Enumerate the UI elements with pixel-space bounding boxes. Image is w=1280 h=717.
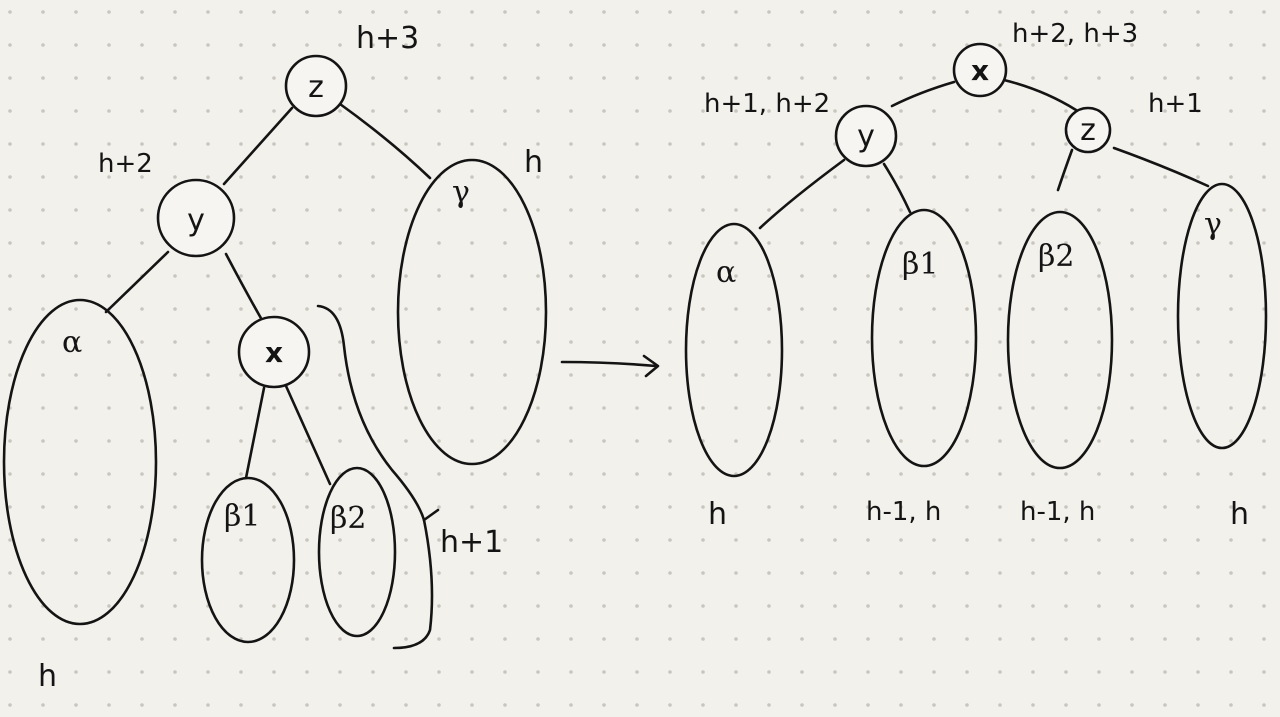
subtree-alpha-label: α <box>716 255 736 290</box>
rotation-arrow-shaft <box>560 360 658 368</box>
edge-z-gamma <box>1112 146 1210 188</box>
node-x <box>237 315 311 389</box>
brace-tick <box>422 508 440 522</box>
rotation-arrow-head <box>642 354 660 378</box>
subtree-beta2-label: β2 <box>330 501 366 536</box>
node-z-label: z <box>308 70 324 105</box>
edge-x-beta2 <box>284 384 332 486</box>
node-x-label: x <box>971 54 989 87</box>
height-brace <box>316 304 434 650</box>
node-y-label: y <box>857 119 875 154</box>
node-z <box>1064 106 1112 154</box>
subtree-beta1-label: β1 <box>902 247 938 282</box>
subtree-alpha-height: h <box>38 659 57 694</box>
node-y-height: h+1, h+2 <box>704 89 830 119</box>
edge-y-alpha <box>758 158 846 230</box>
after-tree: x h+2, h+3 y h+1, h+2 z h+1 α h β1 h-1, … <box>684 19 1268 532</box>
edge-y-alpha <box>104 250 170 314</box>
subtree-alpha-label: α <box>62 325 82 360</box>
node-z <box>284 54 348 118</box>
brace-height-label: h+1 <box>440 525 503 560</box>
subtree-gamma <box>1176 182 1268 450</box>
node-x <box>952 42 1008 98</box>
node-y-height: h+2 <box>98 149 153 179</box>
subtree-beta2 <box>1006 210 1114 470</box>
rotation-arrow <box>560 354 660 378</box>
node-z-height: h+1 <box>1148 89 1203 119</box>
subtree-alpha <box>684 222 784 478</box>
edge-y-x <box>224 252 264 322</box>
edge-x-y <box>890 80 956 108</box>
subtree-beta1-height: h-1, h <box>866 497 941 527</box>
node-x-height: h+2, h+3 <box>1012 19 1138 49</box>
subtree-alpha-height: h <box>708 497 727 532</box>
subtree-beta1 <box>200 476 296 644</box>
edge-z-y <box>222 106 294 186</box>
edge-x-z <box>1002 78 1078 112</box>
subtree-beta2-height: h-1, h <box>1020 497 1095 527</box>
subtree-beta1 <box>870 208 978 468</box>
subtree-gamma-label: γ <box>452 175 470 210</box>
edge-z-beta2 <box>1056 148 1074 192</box>
node-x-label: x <box>265 336 283 369</box>
subtree-alpha <box>2 298 158 626</box>
subtree-beta2 <box>317 466 397 638</box>
subtree-gamma-label: γ <box>1204 207 1222 242</box>
edge-x-beta1 <box>244 386 266 480</box>
node-z-height: h+3 <box>356 21 419 56</box>
subtree-beta2-label: β2 <box>1038 239 1074 274</box>
edge-z-gamma <box>338 102 432 180</box>
node-z-label: z <box>1080 113 1096 148</box>
subtree-gamma-height: h <box>1230 497 1249 532</box>
subtree-beta1-label: β1 <box>224 499 260 534</box>
subtree-gamma-height: h <box>524 145 543 180</box>
node-y <box>834 104 898 168</box>
node-y-label: y <box>187 203 205 238</box>
node-y <box>156 178 236 258</box>
subtree-gamma <box>396 158 548 466</box>
edge-y-beta1 <box>882 162 912 214</box>
before-tree: z h+3 y h+2 x α h β1 β2 γ h h+1 <box>2 21 548 694</box>
